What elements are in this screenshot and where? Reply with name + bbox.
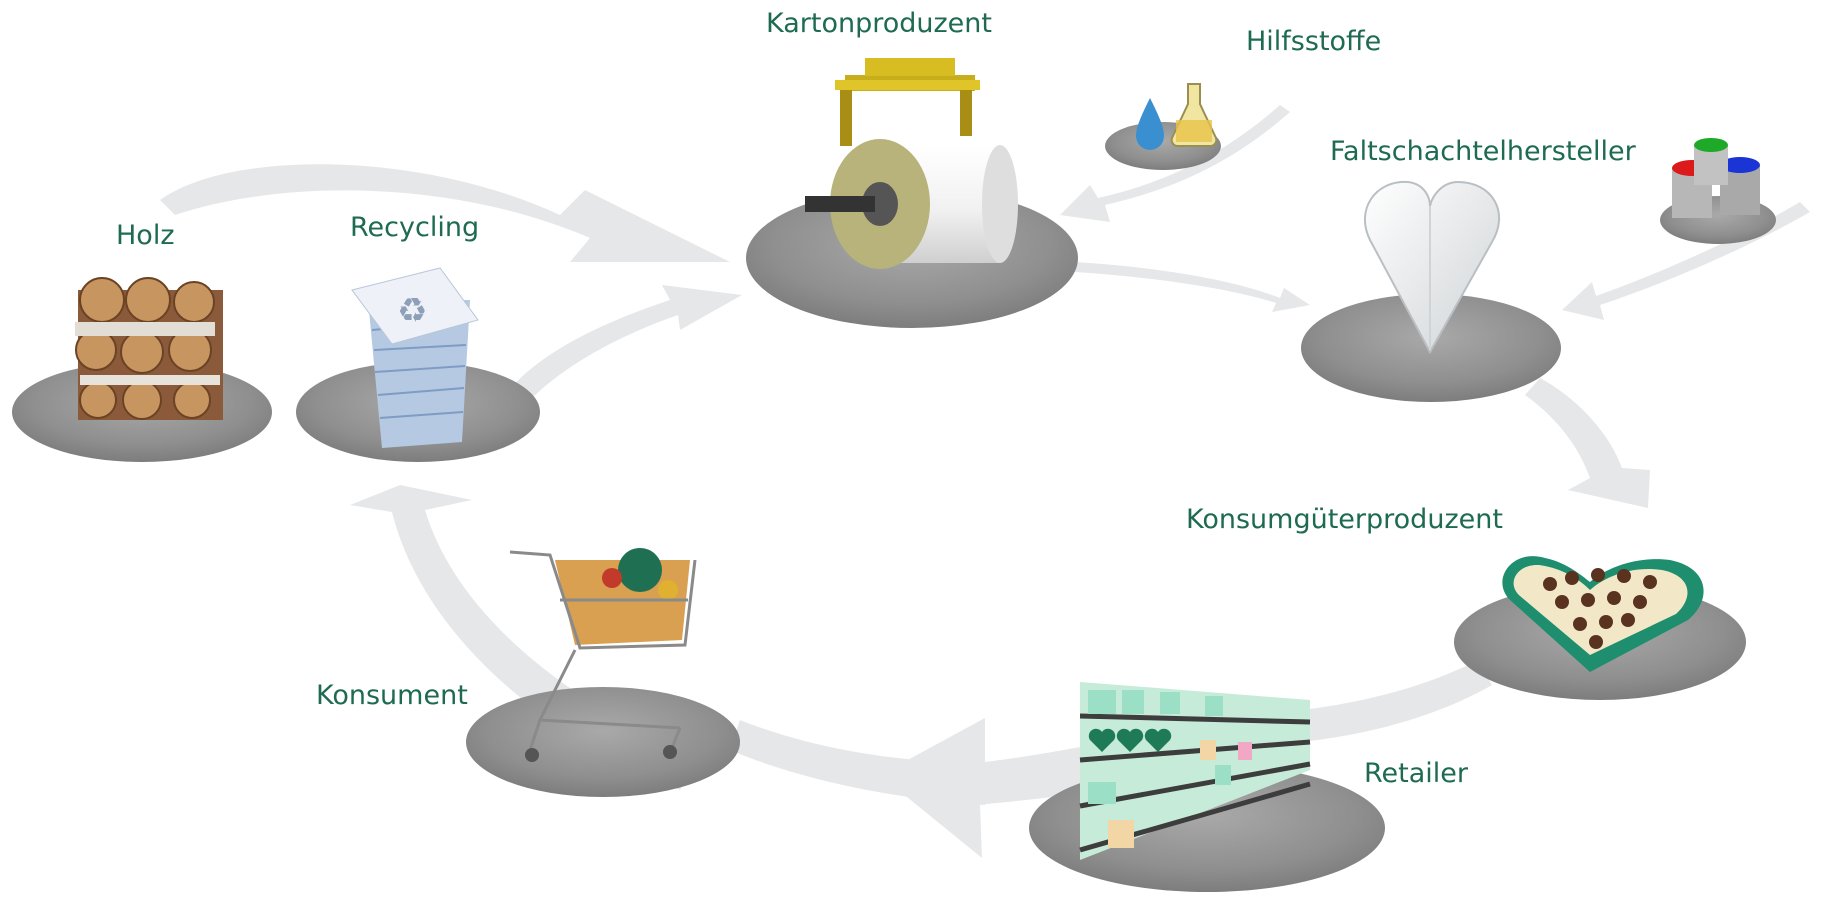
water-drop-flask-icon	[1136, 83, 1218, 150]
store-shelves-icon	[1079, 682, 1311, 860]
arrow-konsument-to-recycling	[350, 485, 700, 790]
shopping-cart-icon	[509, 548, 697, 762]
arrow-retailer-to-konsument	[880, 718, 1100, 858]
label-holz: Holz	[116, 220, 175, 251]
arrow-konsum-to-retailer	[1300, 660, 1492, 742]
arrow-hilfsstoffe-to-karton	[1060, 105, 1290, 222]
arrow-recycling-to-karton	[505, 285, 742, 400]
recycle-symbol: ♻	[397, 291, 427, 331]
recycled-paper-stack-icon: ♻	[351, 267, 479, 448]
arrow-karton-to-faltschachtel	[1075, 262, 1310, 312]
label-faltschachtelhersteller: Faltschachtelhersteller	[1330, 136, 1636, 167]
arrow-holz-to-karton	[160, 164, 730, 262]
heart-folding-box-icon	[1364, 180, 1501, 355]
label-recycling: Recycling	[350, 212, 480, 243]
wood-logs-icon	[75, 277, 223, 420]
arrow-faltschachtel-to-konsum	[1525, 378, 1650, 508]
paint-cans-icon	[1672, 138, 1760, 218]
chocolate-box-icon	[1502, 556, 1704, 672]
label-hilfsstoffe: Hilfsstoffe	[1246, 26, 1382, 57]
paperboard-roll-icon	[805, 58, 1018, 269]
arrow-band-konsument	[730, 720, 985, 805]
label-konsument: Konsument	[316, 680, 468, 711]
label-retailer: Retailer	[1364, 758, 1469, 789]
label-kartonproduzent: Kartonproduzent	[766, 8, 992, 39]
disc-konsument	[466, 687, 740, 797]
label-konsumgueterproduzent: Konsumgüterproduzent	[1186, 504, 1503, 535]
